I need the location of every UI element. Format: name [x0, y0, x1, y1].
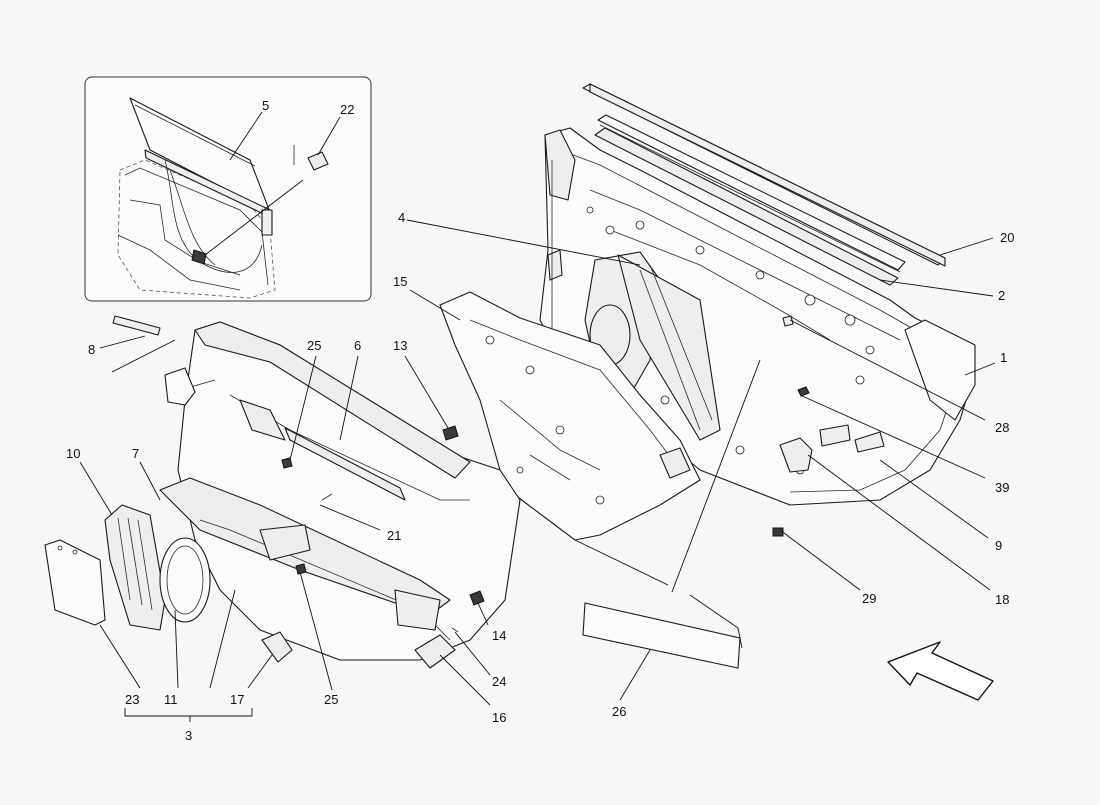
- callout-8: 8: [88, 342, 95, 357]
- callout-20: 20: [1000, 230, 1014, 245]
- callout-24: 24: [492, 674, 506, 689]
- callout-28: 28: [995, 420, 1009, 435]
- inset-clip-part: [293, 145, 329, 171]
- callout-22: 22: [340, 102, 354, 117]
- callout-1: 1: [1000, 350, 1007, 365]
- grab-handle-bracket: [112, 315, 161, 336]
- callout-39: 39: [995, 480, 1009, 495]
- door-foot-clip: [772, 527, 784, 537]
- callout-6: 6: [354, 338, 361, 353]
- window-channel-outer: [582, 83, 946, 267]
- callout-9: 9: [995, 538, 1002, 553]
- screw-24: [451, 627, 459, 633]
- callout-7: 7: [132, 446, 139, 461]
- clip-14: [469, 590, 485, 606]
- callout-14: 14: [492, 628, 506, 643]
- switch-cover: [261, 631, 293, 663]
- window-channel-inner: [594, 114, 906, 286]
- tweeter-cover: [44, 539, 106, 626]
- callout-13: 13: [393, 338, 407, 353]
- small-trim-cover: [164, 367, 196, 406]
- door-pull-cup: [414, 634, 456, 669]
- callout-25-bottom: 25: [324, 692, 338, 707]
- leader-lines: [79, 111, 996, 722]
- callout-16: 16: [492, 710, 506, 725]
- inset-door-inner-outline: [117, 159, 276, 299]
- callout-29: 29: [862, 591, 876, 606]
- plug-13: [442, 425, 459, 441]
- inset-regulator-cable: [164, 159, 273, 273]
- speaker-ring: [159, 537, 211, 623]
- callout-10: 10: [66, 446, 80, 461]
- callout-11: 11: [164, 692, 178, 707]
- callout-5: 5: [262, 98, 269, 113]
- door-trim-panel: [159, 321, 521, 661]
- callout-21: 21: [387, 528, 401, 543]
- callout-4: 4: [398, 210, 405, 225]
- door-frame-holes: [586, 206, 875, 475]
- callout-2: 2: [998, 288, 1005, 303]
- callout-23: 23: [125, 692, 139, 707]
- door-lock-actuator: [779, 315, 885, 473]
- door-latch-hinge: [544, 129, 576, 330]
- callout-17: 17: [230, 692, 244, 707]
- front-direction-arrow-icon: [887, 641, 994, 701]
- inset-detail-box: [84, 76, 372, 302]
- callout-labels: 1 2 3 4 5 6 7 8 9 10 11 13 14 15 16 17 1…: [66, 98, 1014, 743]
- callout-18: 18: [995, 592, 1009, 607]
- callout-3: 3: [185, 728, 192, 743]
- callout-26: 26: [612, 704, 626, 719]
- callout-15: 15: [393, 274, 407, 289]
- label-sheet: [582, 602, 741, 669]
- callout-25-top: 25: [307, 338, 321, 353]
- speaker-grille: [104, 504, 166, 631]
